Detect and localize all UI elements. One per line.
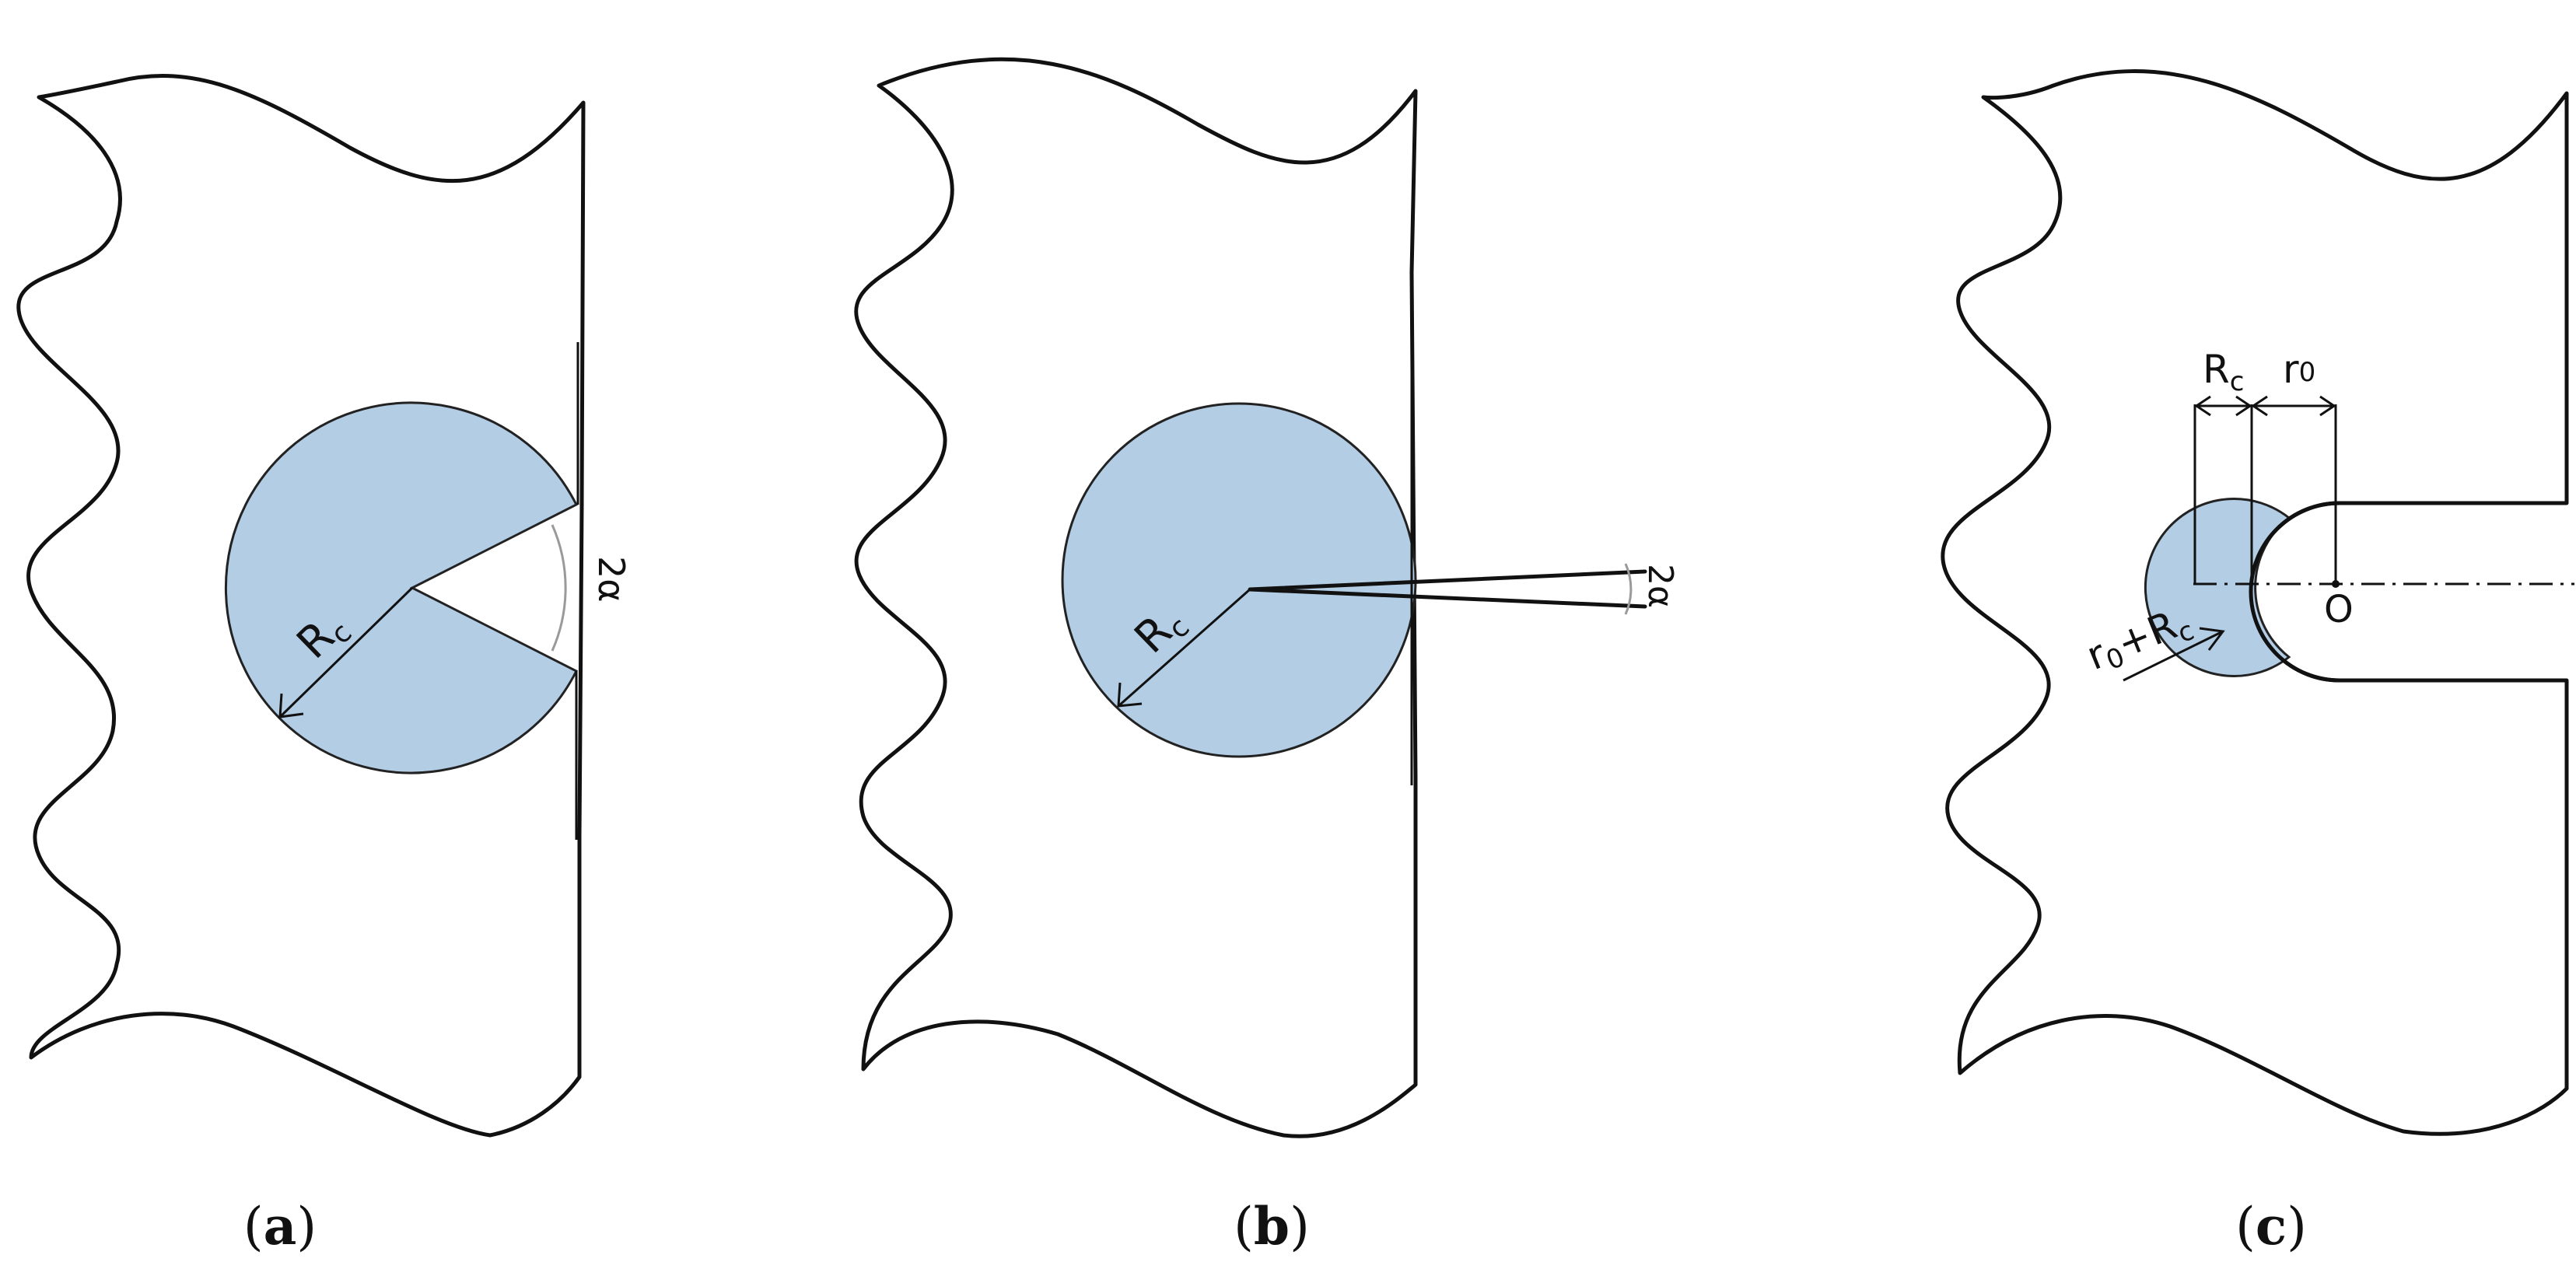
- panel-c-rc-arrowheads: [2194, 395, 2252, 417]
- panel-c-notch-arc: [2249, 501, 2342, 683]
- panel-a-radius-arrowhead: [278, 693, 304, 718]
- panel-c-sum-arrowhead: [2199, 627, 2225, 651]
- panel-b-stress-zone: [1061, 402, 1417, 758]
- panel-a-angle-label: 2α: [590, 556, 632, 603]
- panel-c-caption: (c): [2235, 1196, 2307, 1257]
- panel-b-specimen-outline: [854, 57, 1418, 1138]
- panel-b-angle-label: 2α: [1640, 564, 1680, 608]
- panel-a-angle-arc: [551, 524, 567, 652]
- panel-b-radius-arrow: [1118, 588, 1251, 708]
- panel-a-radius-arrow: [278, 586, 414, 718]
- panel-b-caption: (b): [1234, 1196, 1310, 1257]
- panel-c-sum-arrow: [2123, 630, 2224, 682]
- panel-c-stress-zone: [2144, 498, 2291, 677]
- panel-b-radius-arrowhead: [1117, 682, 1143, 708]
- panel-c-specimen-outline: [1941, 69, 2569, 1136]
- panel-c: Rc r0 r0+Rc O (c): [1941, 69, 2574, 1257]
- panel-b-angle-arc: [1624, 563, 1633, 615]
- panel-b: Rc 2α (b): [854, 57, 1680, 1257]
- panel-c-origin-label: O: [2324, 588, 2354, 631]
- panel-a-caption: (a): [243, 1196, 317, 1257]
- panel-c-r0-label: r0: [2283, 347, 2315, 392]
- panel-a-specimen-outline: [16, 74, 586, 1138]
- panel-c-r0-arrowheads: [2251, 395, 2336, 417]
- panel-c-rc-label: Rc: [2203, 347, 2244, 397]
- panel-a-stress-zone: [224, 401, 579, 774]
- panel-a: Rc 2α (a): [16, 74, 632, 1257]
